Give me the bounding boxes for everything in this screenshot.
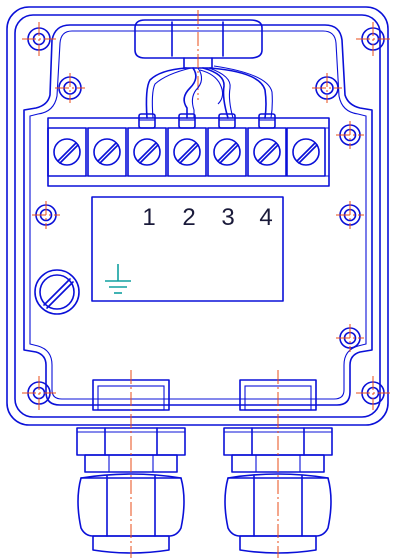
boss-mid-right — [336, 201, 364, 229]
terminal-label-1: 1 — [142, 204, 155, 231]
terminal-screw-icon — [253, 138, 281, 166]
terminal-4 — [167, 113, 207, 177]
terminal-3 — [127, 113, 167, 177]
terminal-5 — [207, 113, 247, 177]
enclosure — [6, 6, 389, 426]
enclosure-outer — [6, 6, 389, 426]
enclosure-inner-cavity — [23, 24, 373, 406]
corner-screw-bottom-left — [22, 376, 56, 410]
terminal-7 — [286, 127, 326, 177]
terminal-screw-icon — [292, 138, 320, 166]
terminal-screw-icon — [213, 138, 241, 166]
boss-mid-left — [32, 201, 60, 229]
terminal-1 — [47, 127, 87, 177]
terminal-2 — [87, 127, 127, 177]
terminal-screw-icon — [133, 138, 161, 166]
terminal-6 — [247, 113, 287, 177]
boss-upper-right — [312, 73, 342, 103]
enclosure-inner-lip — [29, 30, 367, 400]
wire-2 — [183, 67, 197, 119]
wire-4 — [209, 67, 267, 119]
mounting-bosses — [32, 73, 364, 352]
terminal-label-3: 3 — [221, 204, 234, 231]
terminal-screw-icon — [173, 138, 201, 166]
wire-1 — [145, 67, 187, 119]
terminals — [47, 113, 326, 177]
corner-screw-top-left — [22, 22, 56, 56]
terminal-screw-icon — [93, 138, 121, 166]
boss-upper-left — [55, 73, 85, 103]
wiring — [145, 65, 273, 119]
protective-earth-icon — [105, 264, 131, 294]
terminal-label-2: 2 — [182, 204, 195, 231]
cable-gland-1 — [76, 370, 186, 558]
terminal-label-4: 4 — [259, 204, 272, 231]
ground-screw — [34, 269, 80, 315]
cable-gland-2 — [223, 370, 333, 558]
bottom-glands — [76, 370, 333, 558]
boss-side-right-lower — [336, 324, 364, 352]
label-plate: 1 2 3 4 — [91, 196, 284, 302]
wire-3 — [202, 67, 229, 119]
corner-screw-top-right — [356, 22, 390, 56]
corner-screw-bottom-right — [356, 376, 390, 410]
terminal-screw-icon — [53, 138, 81, 166]
corner-screws — [22, 22, 390, 410]
boss-side-right-upper — [336, 121, 364, 149]
